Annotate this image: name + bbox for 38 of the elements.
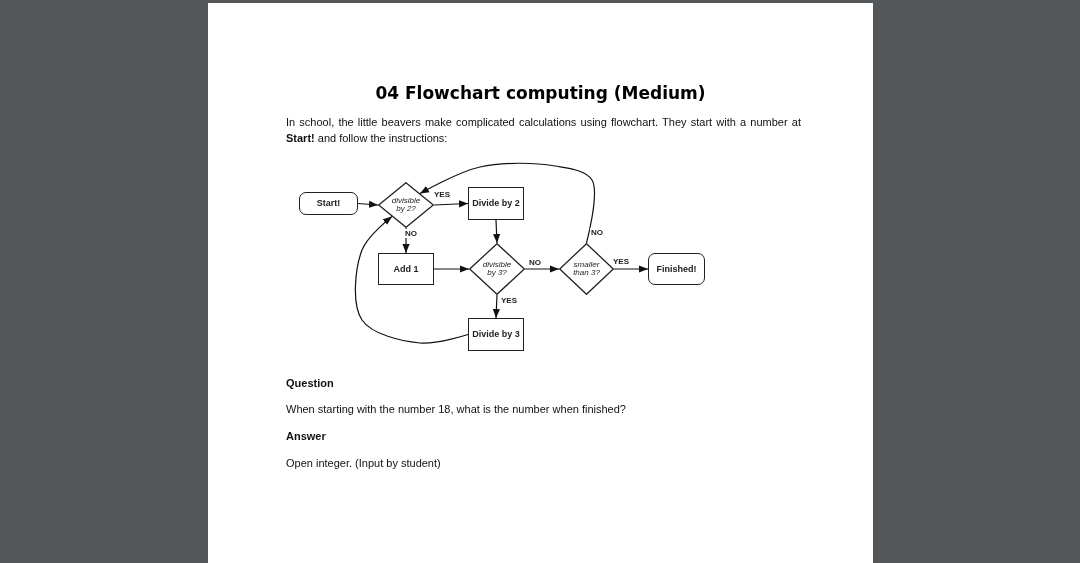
edge-label: YES: [500, 296, 518, 305]
process-box: [468, 318, 524, 351]
arrow: [402, 227, 410, 254]
node-text: Start!: [316, 198, 341, 209]
decision-diamond: [469, 243, 525, 295]
section-heading: Question: [286, 376, 335, 391]
decision-diamond: [378, 182, 434, 228]
arrow: [419, 162, 596, 244]
terminal-box: [648, 253, 705, 285]
edge-label: NO: [528, 258, 542, 267]
title: 04 Flowchart computing (Medium): [374, 83, 707, 103]
decision-diamond: [559, 243, 614, 295]
answer-text: Open integer. (Input by student): [286, 456, 442, 471]
arrow: [433, 265, 470, 273]
arrow: [354, 215, 469, 344]
arrow: [433, 200, 469, 208]
arrow: [492, 294, 500, 319]
node-text: divisible by 3?: [481, 260, 513, 278]
edge-label: NO: [590, 228, 604, 237]
arrow: [613, 265, 649, 273]
terminal-box: [299, 192, 358, 215]
node-text: Add 1: [393, 263, 419, 275]
arrow: [493, 219, 501, 244]
process-box: [378, 253, 434, 285]
edge-label: YES: [612, 257, 630, 266]
arrow: [357, 200, 379, 208]
node-text: smaller than 3?: [572, 260, 601, 278]
edge-label: YES: [433, 190, 451, 199]
node-text: Finished!: [656, 263, 697, 275]
arrow: [524, 265, 560, 273]
question-text: When starting with the number 18, what is the number when finished?: [286, 402, 627, 417]
node-text: Divide by 3: [472, 329, 520, 340]
section-heading: Answer: [286, 429, 327, 444]
process-box: [468, 187, 524, 220]
node-text: divisible by 2?: [390, 196, 422, 214]
intro-paragraph: In school, the little beavers make complicated calculations using flowchart. They start with a number at Start! and follow the instructions:: [286, 115, 801, 146]
node-text: Divide by 2: [472, 198, 520, 209]
edge-label: NO: [404, 229, 418, 238]
